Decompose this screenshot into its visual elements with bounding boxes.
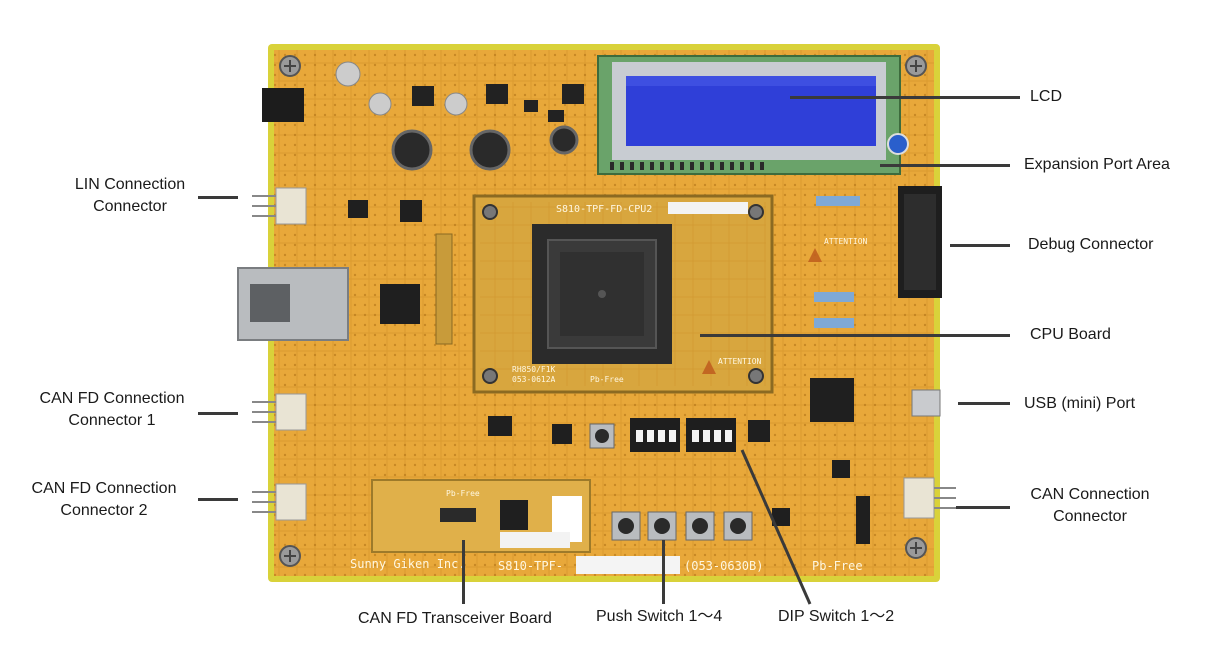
attention-markers bbox=[702, 248, 822, 374]
label-cpu-board: CPU Board bbox=[1030, 326, 1111, 343]
leader-transceiver bbox=[462, 540, 465, 604]
silk-board-code: (053-0630B) bbox=[684, 559, 763, 573]
leader-push bbox=[662, 540, 665, 604]
label-expansion-port-area: Expansion Port Area bbox=[1024, 156, 1170, 173]
label-transceiver-board: CAN FD Transceiver Board bbox=[358, 610, 552, 627]
label-can-line-2: Connector bbox=[1053, 508, 1127, 525]
expansion-port-area bbox=[814, 196, 860, 328]
lcd-module bbox=[597, 55, 909, 175]
silk-cpu-board-id: S810-TPF-FD-CPU2 bbox=[556, 204, 652, 215]
cpu-board bbox=[472, 194, 774, 394]
label-canfd-connector-1: CAN FD Connection Connector 1 bbox=[22, 388, 202, 432]
silk-attention-2: ATTENTION bbox=[718, 357, 762, 366]
label-canfd-connector-2: CAN FD Connection Connector 2 bbox=[14, 478, 194, 522]
leader-usb bbox=[958, 402, 1010, 405]
label-debug-connector: Debug Connector bbox=[1028, 236, 1154, 253]
label-lcd: LCD bbox=[1030, 88, 1063, 105]
label-push-switch: Push Switch 1～4 bbox=[596, 608, 723, 625]
reset-button bbox=[589, 423, 615, 449]
leader-expansion bbox=[880, 164, 1010, 167]
label-blank bbox=[576, 556, 680, 574]
silk-attention-1: ATTENTION bbox=[824, 237, 868, 246]
silk-transceiver-pb: Pb-Free bbox=[446, 489, 480, 498]
leader-can bbox=[956, 506, 1010, 509]
label-dip-switch: DIP Switch 1～2 bbox=[778, 608, 895, 625]
silk-cpu-part: RH850/F1K bbox=[512, 365, 556, 374]
debug-connector bbox=[898, 186, 942, 298]
leader-canfd1 bbox=[198, 412, 238, 415]
leader-debug bbox=[950, 244, 1010, 247]
pin-header bbox=[435, 233, 453, 345]
left-connectors bbox=[275, 187, 307, 521]
transceiver-board bbox=[371, 479, 591, 553]
ics bbox=[348, 200, 854, 526]
silk-maker: Sunny Giken Inc. bbox=[350, 557, 466, 571]
leader-lcd bbox=[790, 96, 1020, 99]
label-lin-line-1: LIN Connection bbox=[74, 176, 186, 193]
label-can-connector: CAN Connection Connector bbox=[1014, 484, 1166, 528]
label-lin-line-2: Connector bbox=[93, 198, 167, 215]
can-connector bbox=[903, 477, 956, 519]
label-lin-connector: LIN Connection Connector bbox=[56, 174, 204, 218]
ethernet-jack bbox=[237, 267, 349, 341]
label-canfd2-line-1: CAN FD Connection bbox=[31, 480, 177, 497]
silk-pb-free-1: Pb-Free bbox=[590, 375, 624, 384]
power-components bbox=[335, 61, 584, 171]
power-jack bbox=[262, 88, 304, 122]
leader-cpu bbox=[700, 334, 1010, 337]
silk-cpu-code: 053-0612A bbox=[512, 375, 556, 384]
label-canfd2-line-2: Connector 2 bbox=[60, 502, 148, 519]
leader-canfd2 bbox=[198, 498, 238, 501]
silk-board-prefix: S810-TPF- bbox=[498, 559, 563, 573]
label-canfd1-line-1: CAN FD Connection bbox=[39, 390, 185, 407]
silk-pb-free-2: Pb-Free bbox=[812, 559, 863, 573]
label-canfd1-line-2: Connector 1 bbox=[68, 412, 156, 429]
label-usb-port: USB (mini) Port bbox=[1024, 395, 1136, 412]
leader-lin bbox=[198, 196, 238, 199]
usb-mini-port bbox=[911, 389, 941, 417]
label-can-line-1: CAN Connection bbox=[1030, 486, 1150, 503]
dip-switches bbox=[630, 418, 736, 452]
